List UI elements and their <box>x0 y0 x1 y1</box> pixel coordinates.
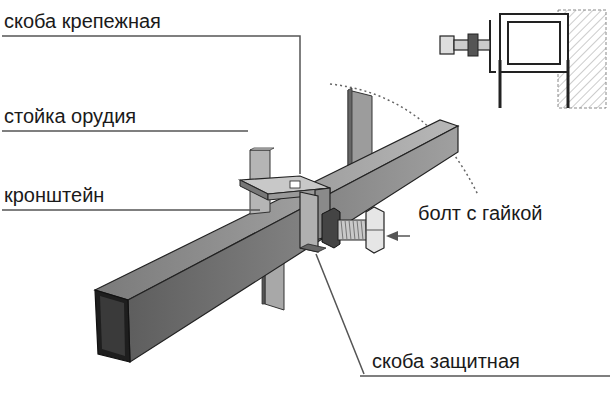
part-label: стойка орудия <box>2 105 138 127</box>
part-label: скоба защитная <box>370 350 522 372</box>
bracket-tube <box>95 120 458 362</box>
part-label: болт с гайкой <box>416 202 545 224</box>
thread-stroke <box>353 220 355 240</box>
thread-stroke <box>341 220 343 240</box>
thread-stroke <box>349 220 351 240</box>
part-label: скоба крепежная <box>2 10 163 32</box>
thread-stroke <box>357 220 359 240</box>
thread-stroke <box>361 220 363 240</box>
section-inset <box>440 10 606 108</box>
bolt-with-nut <box>322 207 384 253</box>
thread-stroke <box>345 220 347 240</box>
leader-lines <box>2 36 610 376</box>
part-label: кронштейн <box>2 184 106 206</box>
